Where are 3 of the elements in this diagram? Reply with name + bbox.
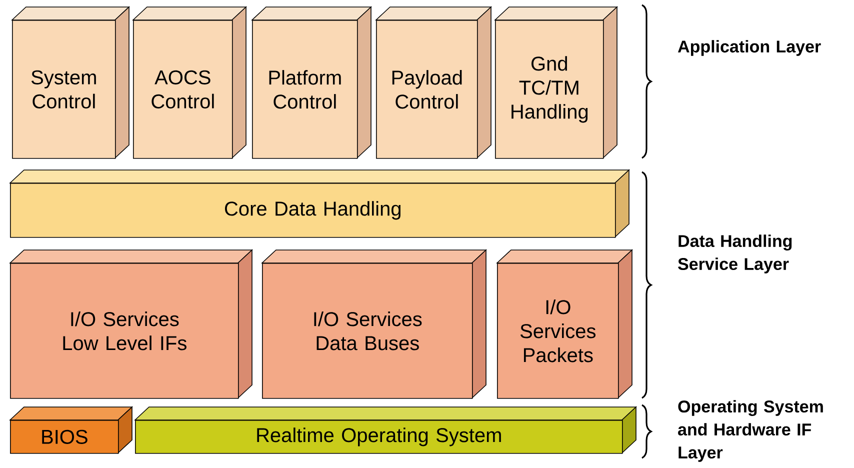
layer-label: Data Handling Service Layer <box>678 234 792 274</box>
layer-label: Operating System and Hardware IF Layer <box>678 400 823 462</box>
layer-label: Application Layer <box>678 40 821 56</box>
